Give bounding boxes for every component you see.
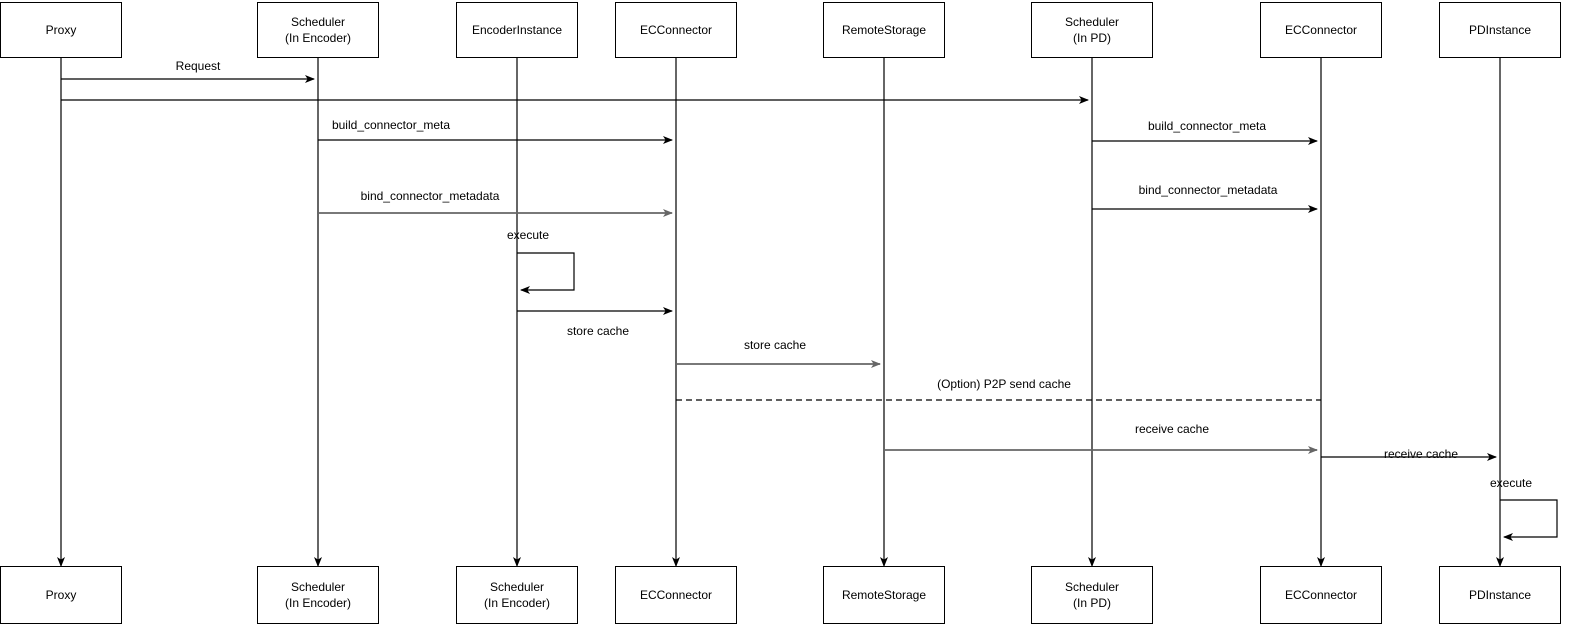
message-label-m10: (Option) P2P send cache	[937, 377, 1071, 391]
participant-box-bottom-ecc_left[interactable]: ECConnector	[615, 566, 737, 624]
participant-label-line2: (In Encoder)	[284, 31, 352, 45]
participant-label-line1: Scheduler	[1064, 579, 1120, 594]
participant-box-bottom-proxy[interactable]: Proxy	[0, 566, 122, 624]
participant-label-line1: Scheduler	[290, 14, 346, 29]
message-self-m13[interactable]	[1500, 499, 1558, 541]
participant-box-bottom-encoder_inst[interactable]: Scheduler (In Encoder)	[456, 566, 578, 624]
message-label-m5: bind_connector_metadata	[360, 189, 500, 203]
participant-box-top-ecc_right[interactable]: ECConnector	[1260, 2, 1382, 58]
participant-box-bottom-ecc_right[interactable]: ECConnector	[1260, 566, 1382, 624]
participant-label-line1: Proxy	[45, 22, 77, 37]
participant-box-top-sched_enc[interactable]: Scheduler (In Encoder)	[257, 2, 379, 58]
message-label-m7: execute	[506, 228, 550, 242]
participant-label-line1: ECConnector	[1284, 22, 1358, 37]
participant-box-top-remote[interactable]: RemoteStorage	[823, 2, 945, 58]
participant-label-line1: ECConnector	[639, 587, 713, 602]
participant-box-top-encoder_inst[interactable]: EncoderInstance	[456, 2, 578, 58]
message-label-m3: build_connector_meta	[331, 118, 451, 132]
participant-label-line1: RemoteStorage	[841, 587, 927, 602]
participant-label-line1: Scheduler	[290, 579, 346, 594]
participant-box-bottom-pd_inst[interactable]: PDInstance	[1439, 566, 1561, 624]
message-label-m8: store cache	[566, 324, 630, 338]
message-label-m13: execute	[1489, 476, 1533, 490]
participant-label-line1: ECConnector	[1284, 587, 1358, 602]
participant-box-bottom-sched_enc[interactable]: Scheduler (In Encoder)	[257, 566, 379, 624]
message-label-m12: receive cache	[1383, 447, 1459, 461]
participant-label-line1: Scheduler	[489, 579, 545, 594]
participant-label-line1: Scheduler	[1064, 14, 1120, 29]
participant-label-line1: RemoteStorage	[841, 22, 927, 37]
message-label-m4: build_connector_meta	[1147, 119, 1267, 133]
participant-box-bottom-sched_pd[interactable]: Scheduler (In PD)	[1031, 566, 1153, 624]
participant-label-line1: Proxy	[45, 587, 77, 602]
participant-box-bottom-remote[interactable]: RemoteStorage	[823, 566, 945, 624]
participant-label-line1: EncoderInstance	[471, 22, 563, 37]
participant-label-line1: PDInstance	[1468, 22, 1532, 37]
participant-label-line1: ECConnector	[639, 22, 713, 37]
participant-label-line1: PDInstance	[1468, 587, 1532, 602]
message-label-m1: Request	[175, 59, 221, 73]
message-label-m6: bind_connector_metadata	[1138, 183, 1278, 197]
participant-label-line2: (In Encoder)	[483, 596, 551, 610]
participant-label-line2: (In PD)	[1072, 31, 1111, 45]
message-self-m7[interactable]	[517, 252, 575, 294]
participant-box-top-ecc_left[interactable]: ECConnector	[615, 2, 737, 58]
participant-box-top-sched_pd[interactable]: Scheduler (In PD)	[1031, 2, 1153, 58]
participant-label-line2: (In PD)	[1072, 596, 1111, 610]
message-label-m9: store cache	[743, 338, 807, 352]
participant-box-top-pd_inst[interactable]: PDInstance	[1439, 2, 1561, 58]
message-label-m11: receive cache	[1134, 422, 1210, 436]
participant-box-top-proxy[interactable]: Proxy	[0, 2, 122, 58]
participant-label-line2: (In Encoder)	[284, 596, 352, 610]
